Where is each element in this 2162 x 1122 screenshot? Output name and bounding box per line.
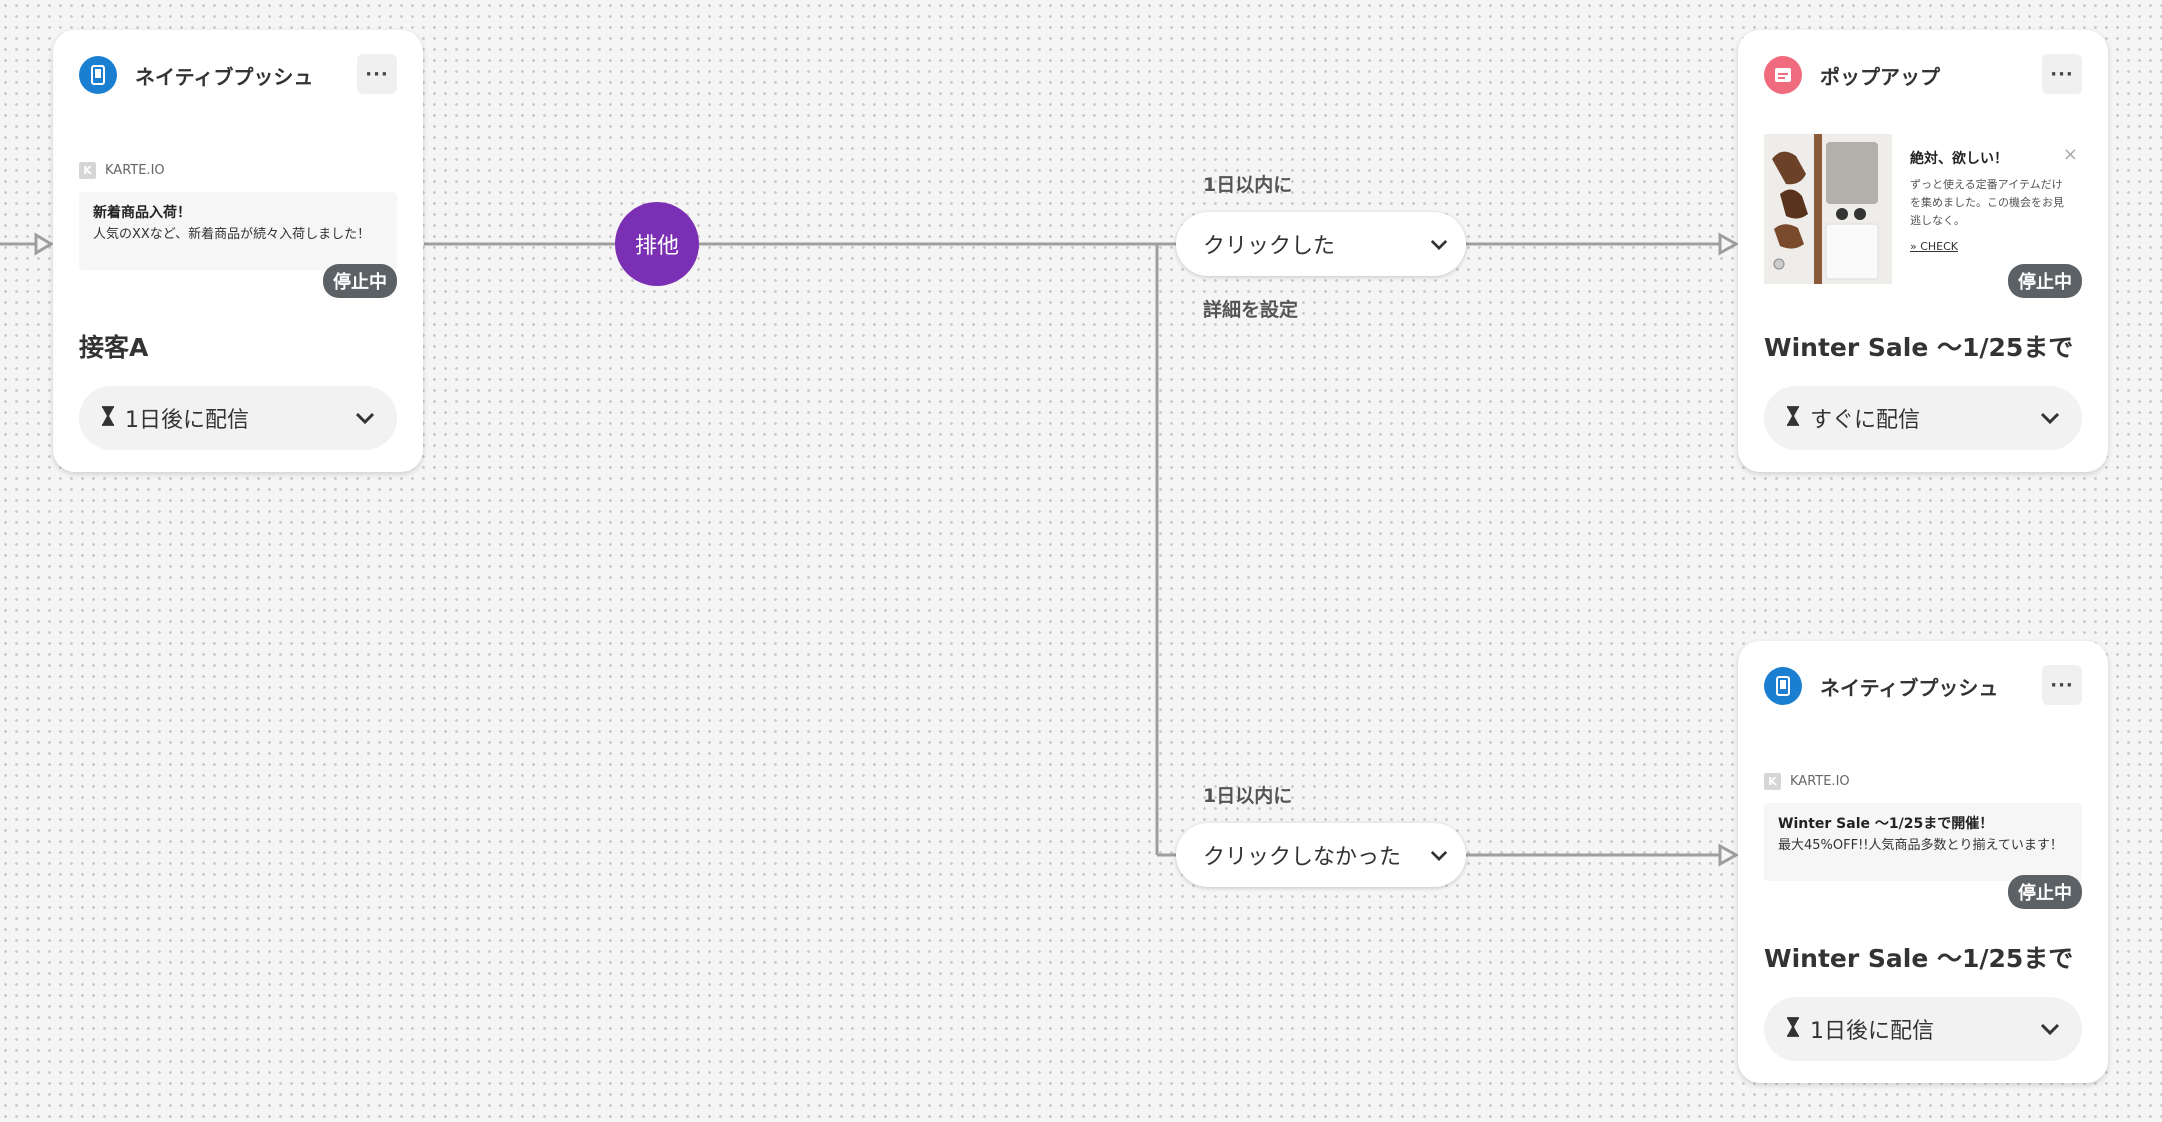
status-badge: 停止中 — [2008, 264, 2082, 298]
card-type-label: ネイティブプッシュ — [1820, 675, 1999, 700]
action-card-popup[interactable]: ポップアップ ··· 絶対、欲しい！ ずっと使える定番アイテムだけを集めました。… — [1738, 30, 2108, 472]
notification-body: 人気のXXなど、新着商品が続々入荷しました！ — [93, 227, 371, 242]
card-type-label: ポップアップ — [1820, 64, 1940, 89]
card-type-label: ネイティブプッシュ — [135, 64, 314, 89]
karte-logo-icon: K — [79, 162, 96, 179]
branch1-within-label: 1日以内に — [1203, 174, 1293, 196]
timing-dropdown[interactable]: 1日後に配信 — [79, 386, 397, 450]
notification-box: 新着商品入荷！ 人気のXXなど、新着商品が続々入荷しました！ — [79, 192, 397, 270]
popup-check-link: » CHECK — [1910, 240, 1959, 253]
detail-settings-link[interactable]: 詳細を設定 — [1203, 299, 1299, 321]
notification-title: 新着商品入荷！ — [93, 205, 191, 221]
chevron-down-icon — [1430, 235, 1448, 254]
push-preview: K KARTE.IO 新着商品入荷！ 人気のXXなど、新着商品が続々入荷しました… — [79, 162, 397, 270]
card-name: 接客A — [79, 333, 149, 362]
card-header: ネイティブプッシュ — [1764, 667, 1998, 705]
branch2-condition-dropdown[interactable]: クリックしなかった — [1176, 823, 1466, 887]
notification-title: Winter Sale 〜1/25まで開催！ — [1778, 816, 1994, 832]
card-name: Winter Sale 〜1/25まで — [1764, 333, 2074, 362]
chevron-down-icon — [355, 409, 375, 428]
chevron-down-icon — [2040, 409, 2060, 428]
card-header: ポップアップ — [1764, 56, 1940, 94]
more-options-button[interactable]: ··· — [2042, 54, 2082, 94]
karte-logo-icon: K — [1764, 773, 1781, 790]
card-name: Winter Sale 〜1/25まで — [1764, 944, 2074, 973]
popup-text: 絶対、欲しい！ ずっと使える定番アイテムだけを集めました。この機会をお見逃しなく… — [1910, 148, 2070, 253]
chevron-down-icon — [2040, 1020, 2060, 1039]
push-preview: K KARTE.IO Winter Sale 〜1/25まで開催！ 最大45%O… — [1764, 773, 2082, 881]
status-badge: 停止中 — [323, 264, 397, 298]
action-card-native-push-a[interactable]: ネイティブプッシュ ··· K KARTE.IO 新着商品入荷！ 人気のXXなど… — [53, 30, 423, 472]
branch2-within-label: 1日以内に — [1203, 785, 1293, 807]
card-header: ネイティブプッシュ — [79, 56, 313, 94]
mobile-phone-icon — [79, 56, 117, 94]
hourglass-icon — [1786, 406, 1800, 430]
timing-label: 1日後に配信 — [125, 408, 249, 433]
timing-label: すぐに配信 — [1810, 408, 1921, 433]
condition-label: クリックした — [1203, 234, 1336, 259]
mobile-phone-icon — [1764, 667, 1802, 705]
timing-dropdown[interactable]: 1日後に配信 — [1764, 997, 2082, 1061]
popup-icon — [1764, 56, 1802, 94]
timing-dropdown[interactable]: すぐに配信 — [1764, 386, 2082, 450]
preview-source: KARTE.IO — [105, 163, 165, 178]
notification-body: 最大45%OFF!!人気商品多数とり揃えています！ — [1778, 838, 2063, 853]
notification-box: Winter Sale 〜1/25まで開催！ 最大45%OFF!!人気商品多数と… — [1764, 803, 2082, 881]
chevron-down-icon — [1430, 846, 1448, 865]
close-icon: × — [2062, 144, 2078, 165]
preview-source: KARTE.IO — [1790, 774, 1850, 789]
popup-body: ずっと使える定番アイテムだけを集めました。この機会をお見逃しなく。 — [1910, 178, 2064, 227]
action-card-native-push-winter[interactable]: ネイティブプッシュ ··· K KARTE.IO Winter Sale 〜1/… — [1738, 641, 2108, 1083]
hourglass-icon — [1786, 1017, 1800, 1041]
more-options-button[interactable]: ··· — [2042, 665, 2082, 705]
product-image — [1764, 134, 1892, 284]
popup-title: 絶対、欲しい！ — [1910, 151, 2008, 167]
timing-label: 1日後に配信 — [1810, 1019, 1934, 1044]
branch1-condition-dropdown[interactable]: クリックした — [1176, 212, 1466, 276]
more-options-button[interactable]: ··· — [357, 54, 397, 94]
hourglass-icon — [101, 406, 115, 430]
condition-label: クリックしなかった — [1203, 845, 1402, 870]
popup-preview: 絶対、欲しい！ ずっと使える定番アイテムだけを集めました。この機会をお見逃しなく… — [1764, 134, 2082, 290]
exclusive-node[interactable]: 排他 — [615, 202, 699, 286]
status-badge: 停止中 — [2008, 875, 2082, 909]
